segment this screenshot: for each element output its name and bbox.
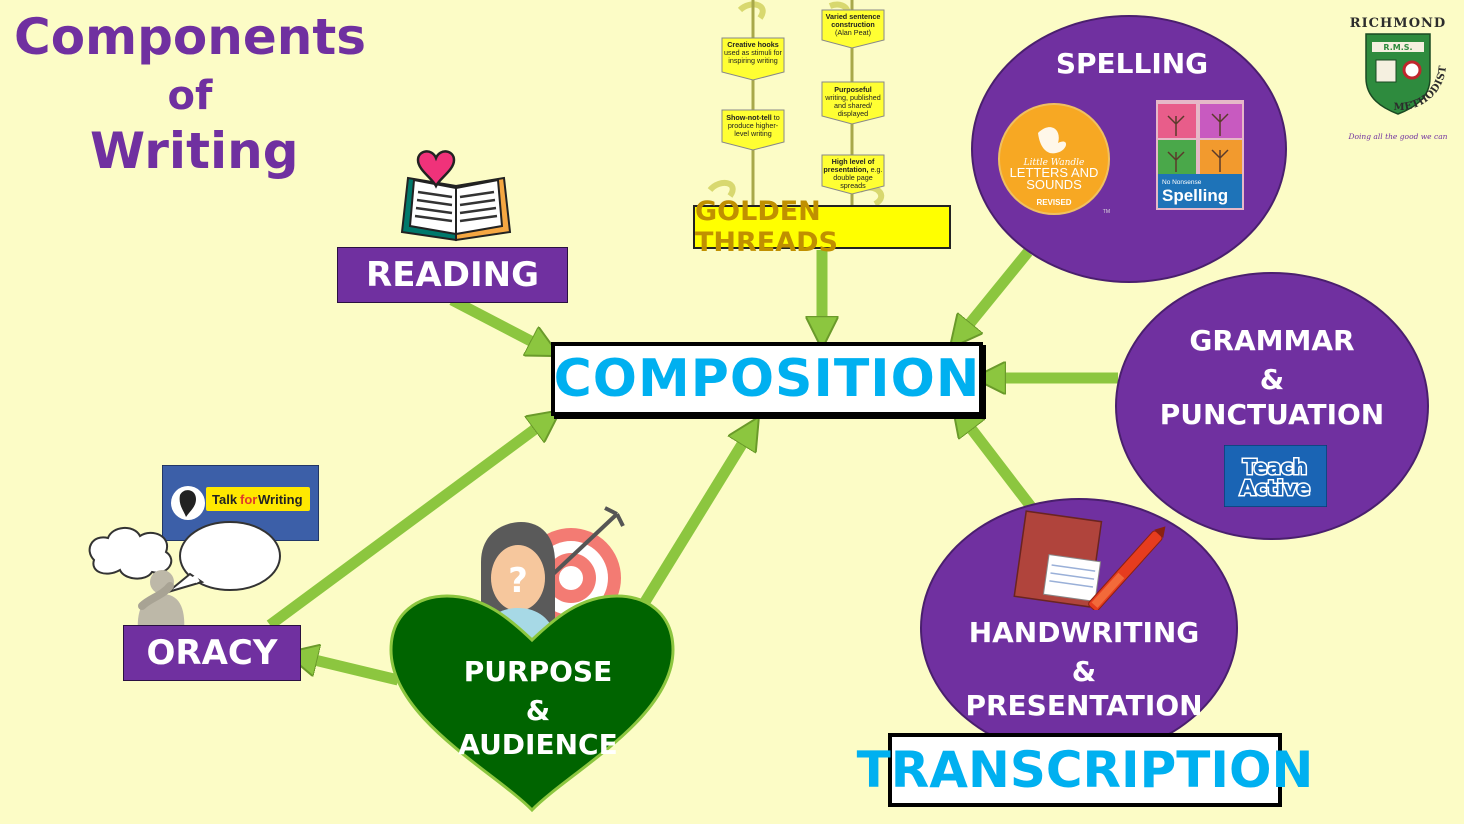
teach-active-line1: Teach (1243, 455, 1307, 479)
letters-sounds-line1: LETTERS AND (1010, 165, 1099, 180)
title-line-3: Writing (90, 122, 299, 180)
talk-for-writing-part3: Writing (258, 492, 303, 507)
teach-active-line2: Active (1240, 476, 1310, 500)
oracy-box: ORACY (123, 625, 301, 681)
arrow-reading-to-composition (449, 295, 548, 350)
teach-active-logo: Teach Active (1224, 445, 1327, 507)
no-nonsense-spelling-book-icon: No Nonsense Spelling (1156, 100, 1244, 210)
talk-for-writing-part1: Talk (212, 492, 238, 507)
purpose-label-2: & (525, 694, 551, 727)
letters-sounds-line2: SOUNDS (1026, 177, 1082, 192)
no-nonsense-small: No Nonsense (1162, 179, 1202, 186)
handwriting-label-2: & (1071, 655, 1097, 688)
school-name-top: RICHMOND (1350, 16, 1446, 31)
golden-tag-presentation: High level of presentation, e.g. double … (823, 157, 883, 190)
letters-sounds-line3: REVISED (1036, 198, 1071, 207)
golden-tag-purposeful: Purposeful writing, published and shared… (825, 85, 881, 118)
no-nonsense-big: Spelling (1162, 186, 1228, 205)
purpose-label-1: PURPOSE (463, 655, 613, 688)
school-initials: R.M.S. (1383, 43, 1412, 52)
letters-and-sounds-logo: Little Wandle LETTERS AND SOUNDS REVISED… (998, 103, 1110, 215)
transcription-box: TRANSCRIPTION (857, 733, 1313, 807)
reading-box: READING (337, 247, 568, 303)
page-title: Components (14, 8, 367, 66)
open-book-heart-icon (400, 150, 512, 242)
talk-for-writing-part2: for (240, 492, 257, 507)
title-line-2: of (167, 73, 213, 119)
golden-threads-box: GOLDEN THREADS (693, 196, 951, 258)
arrow-oracy-to-composition (266, 418, 550, 630)
thinking-person-speech-bubble-icon (88, 521, 281, 632)
title-line-1: Components (14, 8, 367, 66)
arrow-purpose-to-oracy (298, 656, 400, 686)
school-logo: RICHMOND R.M.S. METHODIST SCHOOL Doing a… (1338, 8, 1449, 141)
handwriting-label-3: PRESENTATION (965, 689, 1203, 722)
grammar-label-1: GRAMMAR (1189, 324, 1355, 357)
purpose-audience-heart: ? (389, 506, 675, 812)
purpose-label-3: AUDIENCE (458, 728, 618, 761)
composition-box: COMPOSITION (551, 342, 983, 416)
arrow-handwriting-to-composition (960, 414, 1037, 512)
grammar-label-3: PUNCTUATION (1159, 398, 1385, 431)
letters-sounds-tm: TM (1103, 209, 1110, 215)
school-motto: Doing all the good we can (1347, 132, 1447, 141)
grammar-label-2: & (1259, 363, 1285, 396)
spelling-label: SPELLING (1055, 47, 1209, 80)
golden-tag-varied-sentence: Varied sentence construction (Alan Peat) (825, 12, 881, 37)
question-mark-icon: ? (508, 561, 528, 601)
handwriting-label-1: HANDWRITING (968, 616, 1200, 649)
golden-threads-illustration (707, 0, 885, 207)
exercise-book-and-pen-icon (1013, 510, 1166, 610)
golden-tag-show-not-tell: Show-not-tell to produce higher-level wr… (726, 113, 780, 138)
arrow-purpose-to-composition (635, 428, 752, 613)
letters-sounds-brand: Little Wandle (1023, 158, 1085, 168)
golden-tag-creative-hooks: Creative hooks used as stimuli for inspi… (724, 40, 782, 65)
arrow-spelling-to-composition (958, 248, 1033, 338)
